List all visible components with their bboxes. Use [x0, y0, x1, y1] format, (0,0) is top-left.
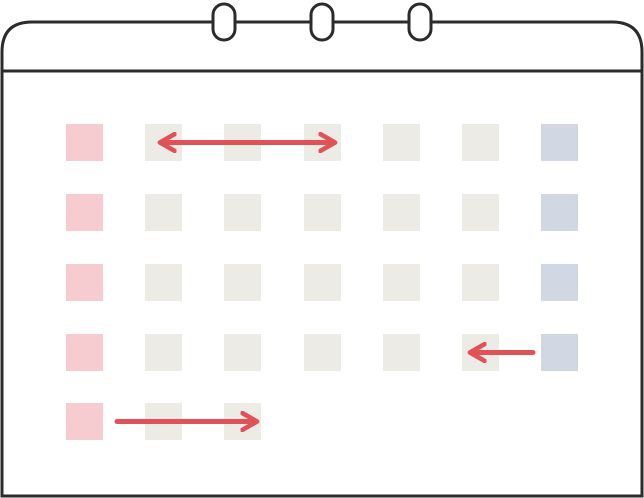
day-cell [383, 194, 420, 231]
day-cell [145, 194, 182, 231]
day-cell [541, 124, 578, 161]
day-cell [66, 264, 103, 301]
day-cell [224, 334, 261, 371]
day-cell [66, 403, 103, 440]
day-cell [462, 264, 499, 301]
day-cell [304, 194, 341, 231]
day-cell [541, 194, 578, 231]
calendar-rings [211, 2, 433, 42]
day-cell [224, 264, 261, 301]
day-cell [383, 334, 420, 371]
day-cell [66, 124, 103, 161]
day-cell [383, 124, 420, 161]
day-cell [224, 194, 261, 231]
day-cell [541, 264, 578, 301]
binder-ring [407, 2, 433, 42]
day-cell [541, 334, 578, 371]
day-cell [304, 334, 341, 371]
day-cell [383, 264, 420, 301]
day-cell [145, 264, 182, 301]
binder-ring [309, 2, 335, 42]
binder-ring [211, 2, 237, 42]
day-cell [145, 334, 182, 371]
day-cell [66, 334, 103, 371]
day-cell [66, 194, 103, 231]
day-cell [462, 124, 499, 161]
calendar-arrows [114, 143, 536, 422]
day-cell [462, 194, 499, 231]
day-cell [304, 264, 341, 301]
